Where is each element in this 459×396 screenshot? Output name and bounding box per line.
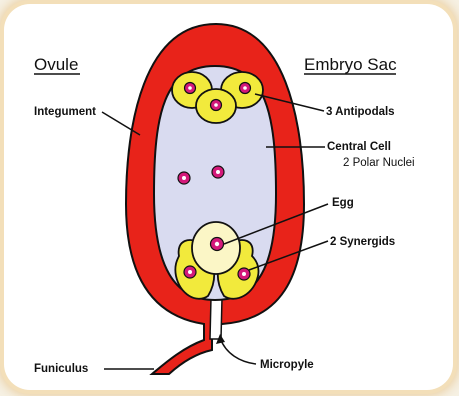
micropyle-gap	[210, 298, 222, 339]
embryo-sac-title: Embryo Sac	[304, 55, 397, 74]
ovule-title: Ovule	[34, 55, 78, 74]
synergids-label: 2 Synergids	[330, 236, 395, 248]
egg-cell	[192, 222, 240, 274]
integument-label: Integument	[34, 106, 96, 118]
ovule-diagram: Ovule Embryo Sac Integument 3 Antipodals…	[4, 4, 453, 390]
polar-nuclei-label: 2 Polar Nuclei	[343, 157, 415, 169]
micropyle-label: Micropyle	[260, 359, 314, 371]
funiculus-label: Funiculus	[34, 363, 88, 375]
diagram-frame: Ovule Embryo Sac Integument 3 Antipodals…	[4, 4, 453, 390]
antipodals-label: 3 Antipodals	[326, 106, 395, 118]
micropyle-leader	[220, 338, 256, 364]
central-cell-label: Central Cell	[327, 141, 391, 153]
egg-label: Egg	[332, 197, 354, 209]
